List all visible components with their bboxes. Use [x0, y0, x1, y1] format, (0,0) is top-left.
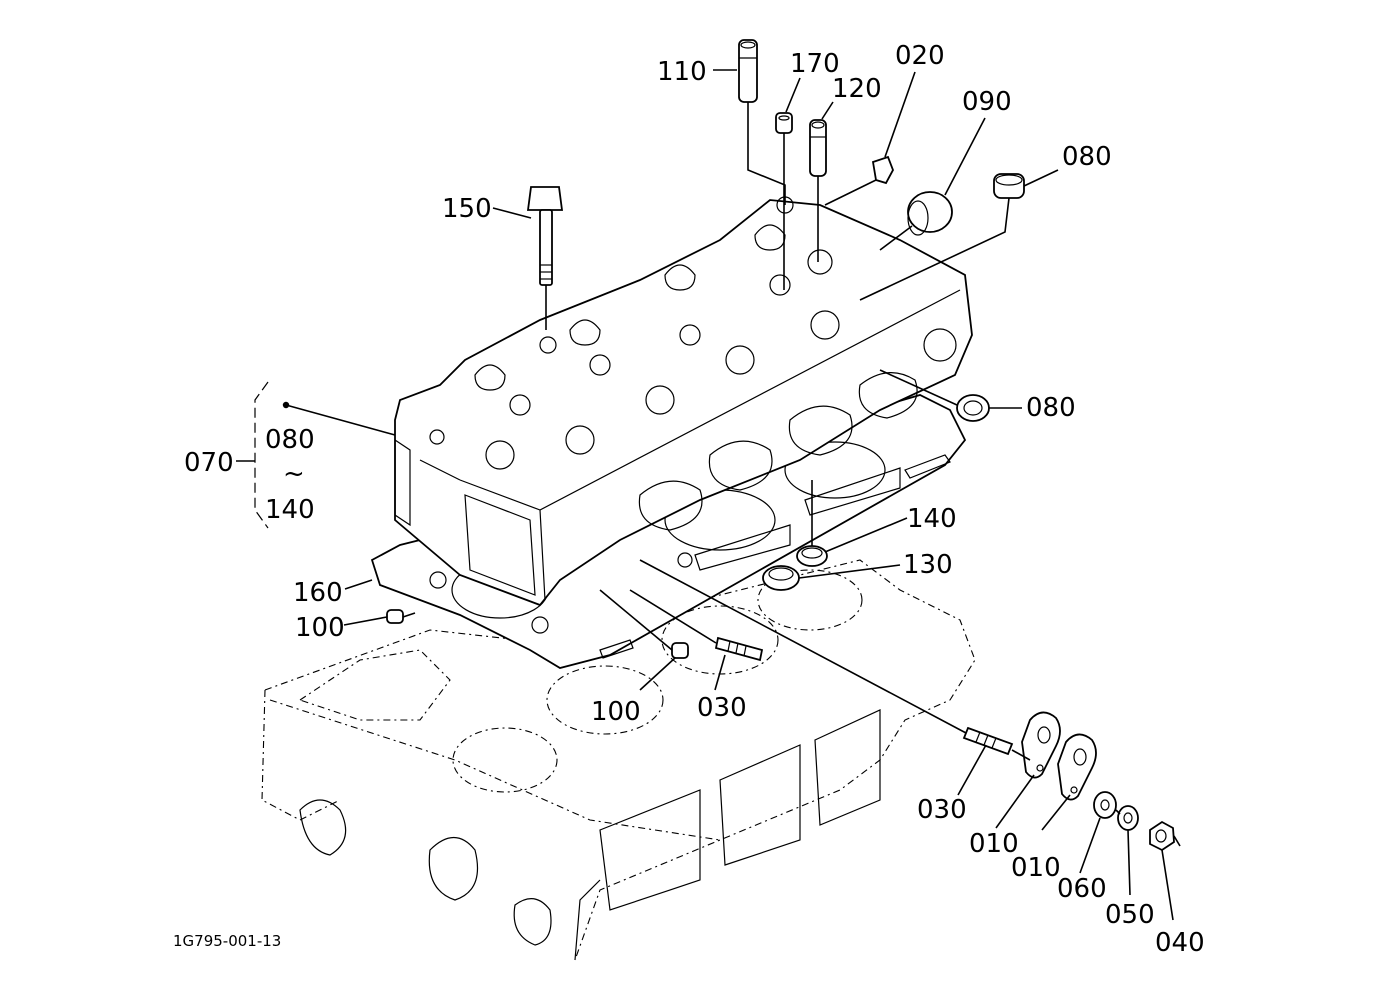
callout-160: 160 [293, 578, 343, 608]
cap-090 [907, 191, 953, 236]
callout-060: 060 [1057, 874, 1107, 904]
plug-140 [796, 545, 828, 567]
head-bolt-150 [526, 186, 564, 286]
callout-040: 040 [1155, 928, 1205, 958]
callout-050: 050 [1105, 900, 1155, 930]
callout-140: 140 [907, 504, 957, 534]
group-range-separator: ~ [283, 459, 305, 489]
plug-080-right [956, 394, 990, 422]
drawing-code: 1G795-001-13 [173, 932, 281, 950]
callout-150: 150 [442, 194, 492, 224]
callout-090: 090 [962, 87, 1012, 117]
plug-080-top [993, 173, 1025, 199]
washer-060 [1093, 791, 1117, 819]
callout-010-a: 010 [969, 829, 1019, 859]
leader-lines [285, 69, 1181, 921]
callout-100-left: 100 [295, 613, 345, 643]
callout-130: 130 [903, 550, 953, 580]
cylinder-head [394, 196, 973, 607]
callout-170: 170 [790, 49, 840, 79]
callout-100-center: 100 [591, 697, 641, 727]
plug-020 [871, 155, 894, 185]
dowel-100-left [386, 609, 404, 624]
plate-010-b [1057, 733, 1097, 801]
callout-080-top: 080 [1062, 142, 1112, 172]
callout-080-right: 080 [1026, 393, 1076, 423]
callout-110: 110 [657, 57, 707, 87]
valve-guide-120 [809, 119, 827, 177]
callout-020: 020 [895, 41, 945, 71]
stud-030-center [714, 636, 764, 662]
plug-130 [762, 565, 800, 591]
callout-labels: 110 170 120 020 090 080 150 080 140 130 … [184, 41, 1205, 958]
lock-washer-050 [1117, 805, 1139, 831]
callout-070: 070 [184, 448, 234, 478]
group-range-to: 140 [265, 495, 315, 525]
group-range-from: 080 [265, 425, 315, 455]
part-170 [775, 112, 793, 134]
nut-040 [1149, 820, 1175, 852]
callout-030-center: 030 [697, 693, 747, 723]
callout-010-b: 010 [1011, 853, 1061, 883]
callout-030-right: 030 [917, 795, 967, 825]
valve-guide-110 [738, 39, 758, 103]
callout-120: 120 [832, 74, 882, 104]
stud-030-right [962, 726, 1014, 756]
group-bracket-070 [236, 381, 290, 529]
plate-010-a [1021, 711, 1061, 779]
dowel-100-center [671, 642, 689, 659]
